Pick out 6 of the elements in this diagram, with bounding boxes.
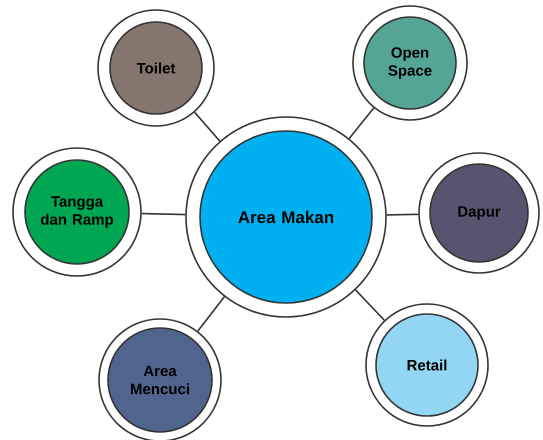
connector-line [197,296,225,332]
connector-line [354,289,385,321]
connector-line [386,213,418,216]
connector-line [194,112,220,142]
connector-line [142,212,186,216]
connector-line [348,108,374,139]
